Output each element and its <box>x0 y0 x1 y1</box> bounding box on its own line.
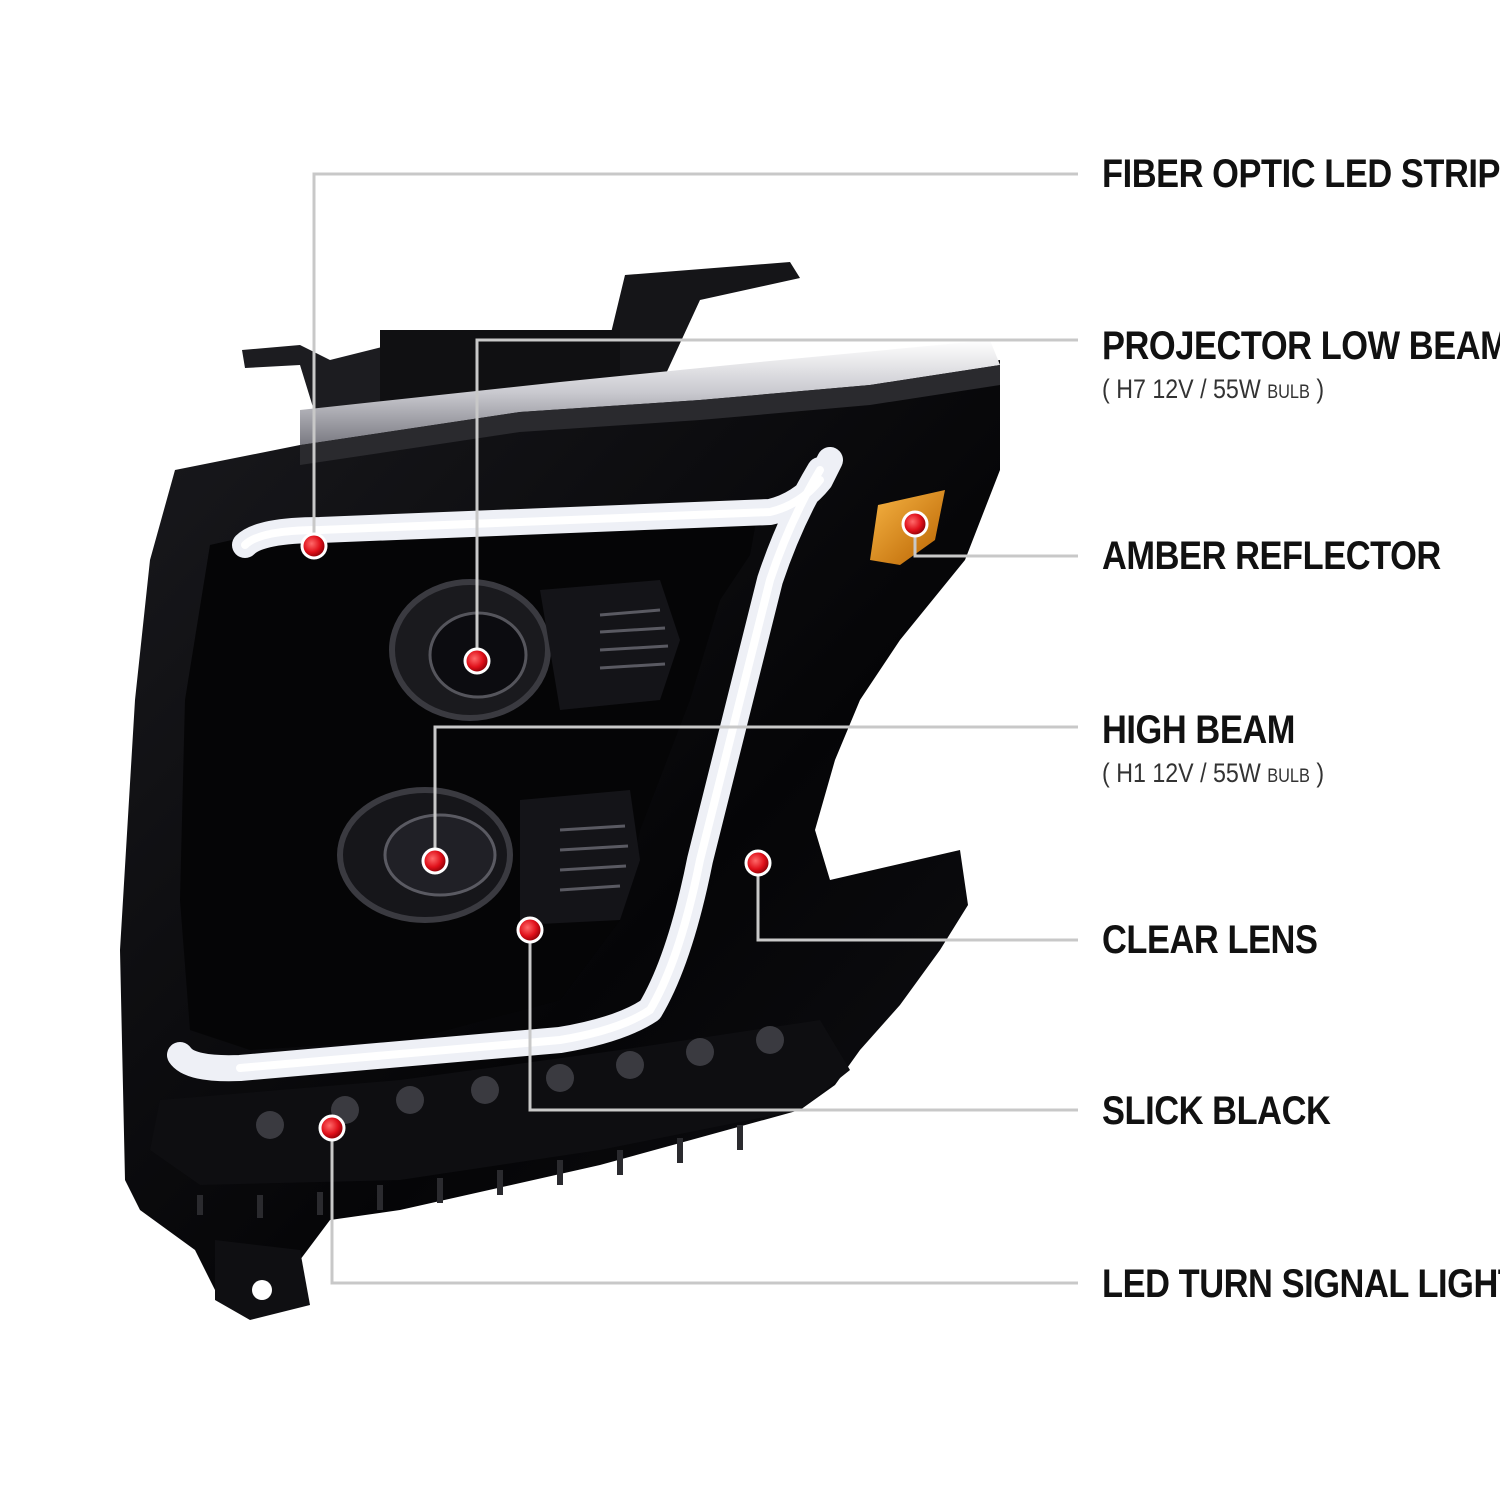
spec-value: H7 12V / 55W <box>1116 374 1261 404</box>
marker-high <box>421 847 449 875</box>
label-projector-low-beam: PROJECTOR LOW BEAM <box>1102 324 1500 368</box>
spec-high-beam: ( H1 12V / 55W BULB ) <box>1102 760 1324 787</box>
spec-close: ) <box>1309 758 1325 788</box>
label-clear-lens: CLEAR LENS <box>1102 918 1318 962</box>
marker-amber <box>901 510 929 538</box>
leader-projector <box>475 338 1078 661</box>
label-led-turn-signal-light: LED TURN SIGNAL LIGHT <box>1102 1262 1500 1306</box>
label-slick-black: SLICK BLACK <box>1102 1089 1331 1133</box>
marker-slick <box>516 916 544 944</box>
leader-led <box>330 1128 1078 1285</box>
spec-projector-low-beam: ( H7 12V / 55W BULB ) <box>1102 376 1324 403</box>
marker-clear <box>744 849 772 877</box>
label-fiber-optic-led-strip: FIBER OPTIC LED STRIP <box>1102 152 1500 196</box>
spec-unit: BULB <box>1267 766 1310 787</box>
label-high-beam: HIGH BEAM <box>1102 708 1295 752</box>
leader-slick <box>528 930 1078 1112</box>
spec-unit: BULB <box>1267 382 1310 403</box>
callout-markers <box>300 510 929 1142</box>
spec-open: ( <box>1102 758 1117 788</box>
marker-fiber <box>300 532 328 560</box>
leader-clear <box>756 863 1078 942</box>
leader-fiber <box>312 172 1078 546</box>
leader-high <box>433 725 1078 861</box>
spec-close: ) <box>1309 374 1325 404</box>
spec-open: ( <box>1102 374 1117 404</box>
leader-lines <box>312 172 1078 1285</box>
led-turn-signal-row <box>256 1026 784 1139</box>
label-amber-reflector: AMBER REFLECTOR <box>1102 534 1441 578</box>
marker-projector <box>463 647 491 675</box>
spec-value: H1 12V / 55W <box>1116 758 1261 788</box>
marker-led <box>318 1114 346 1142</box>
